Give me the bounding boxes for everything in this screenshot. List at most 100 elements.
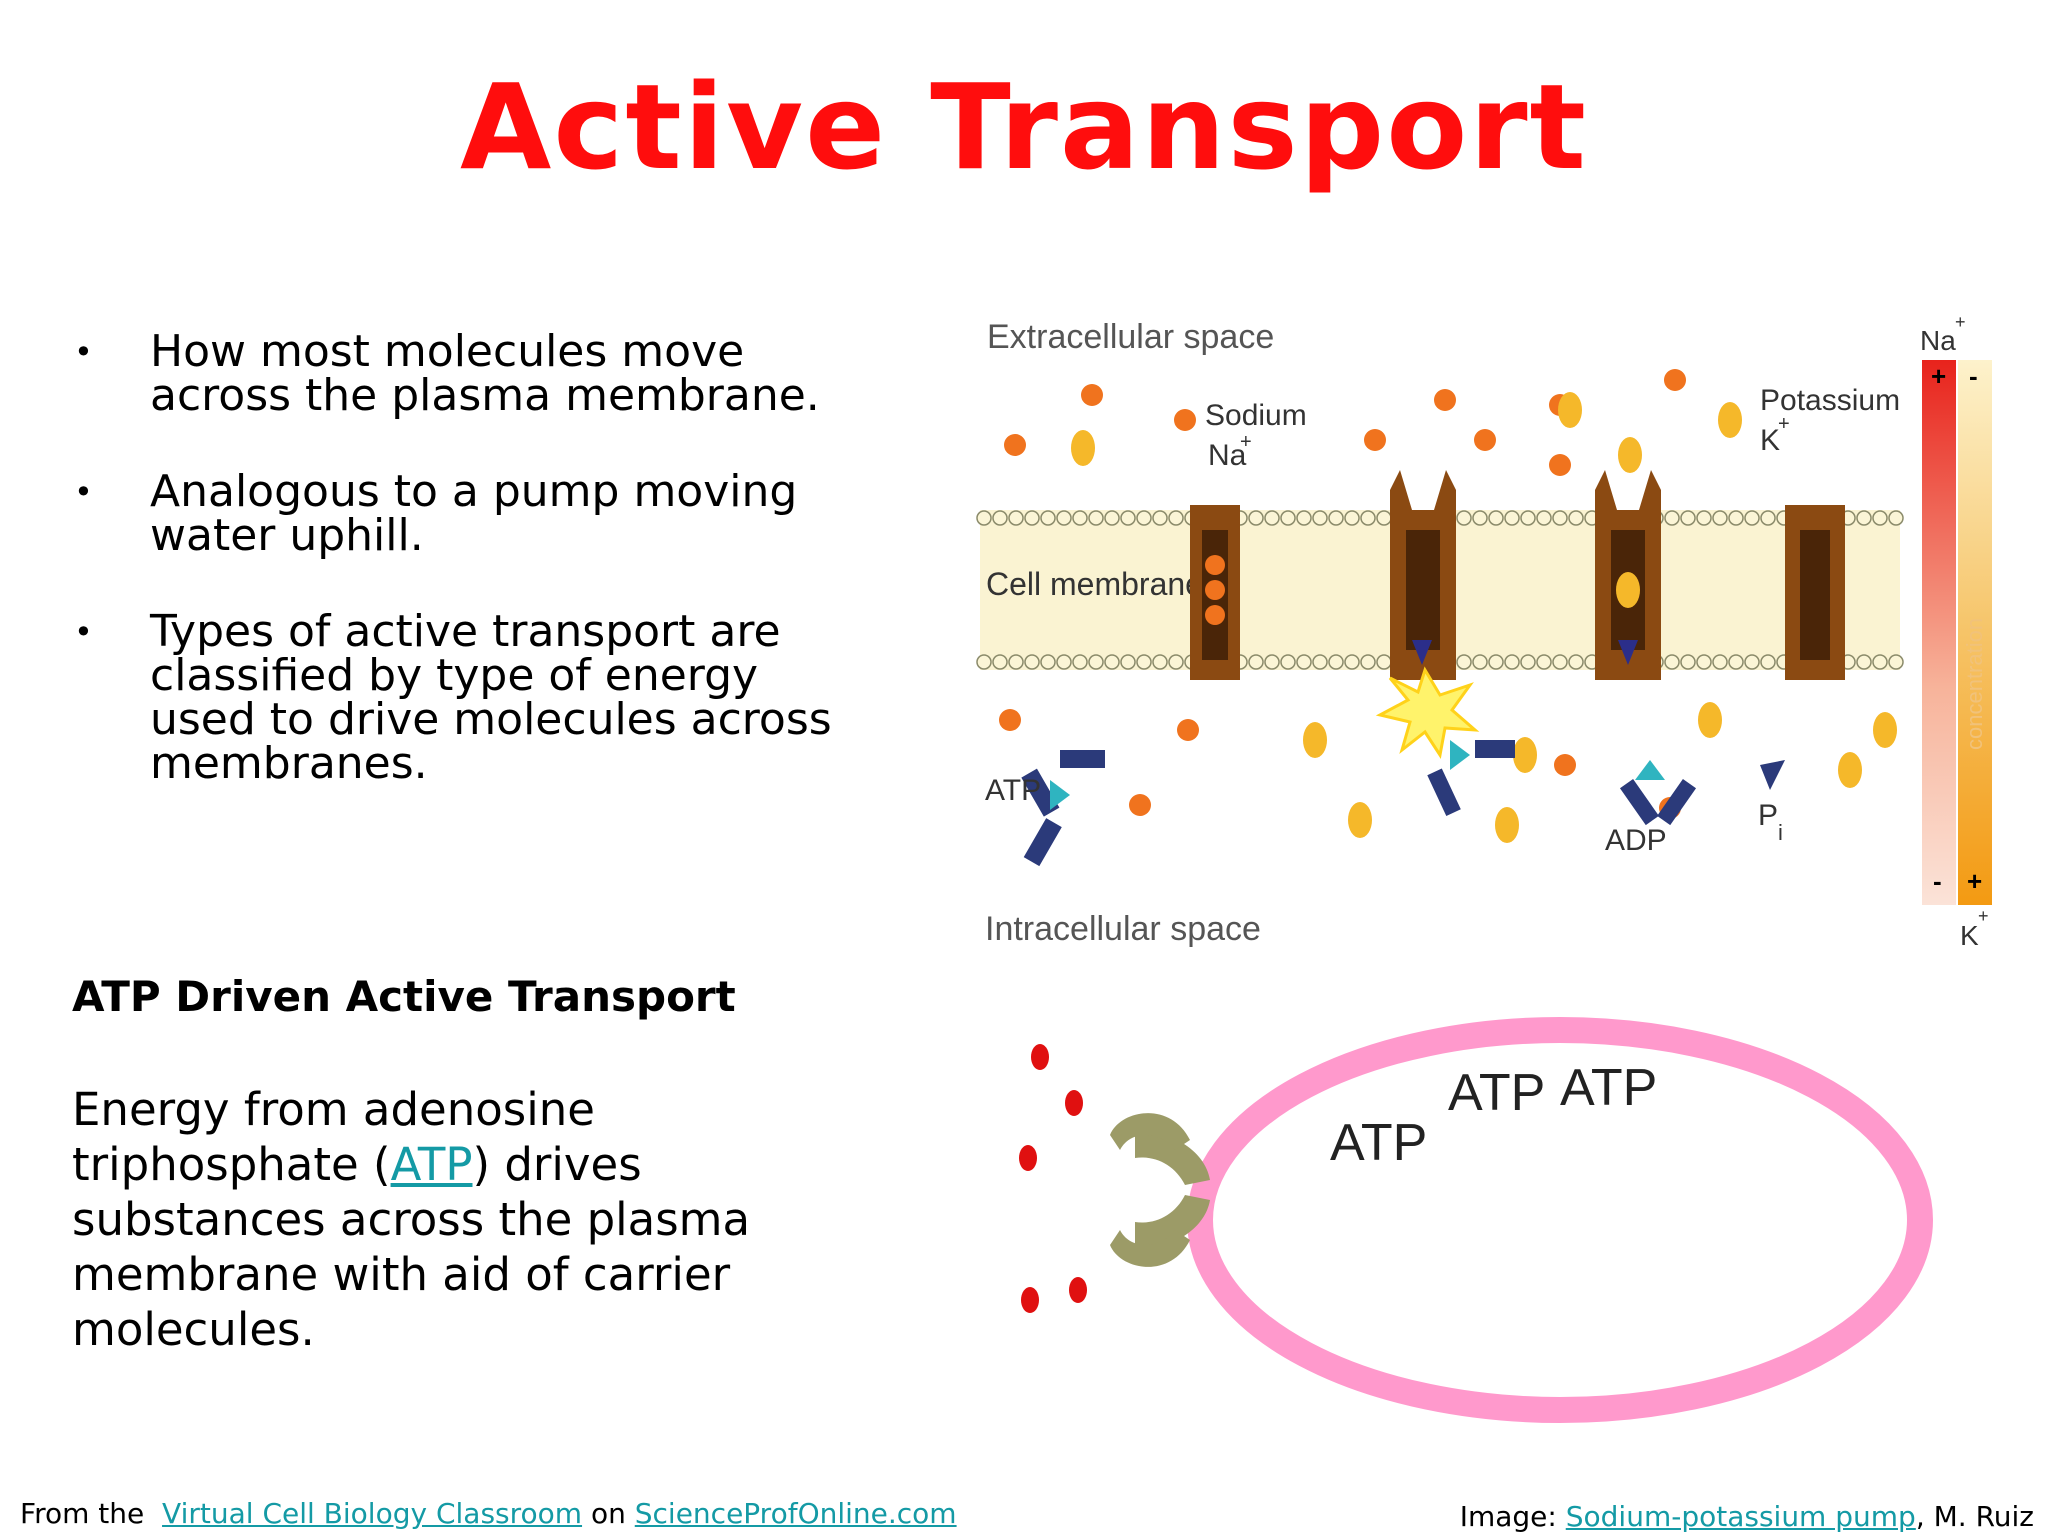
sodium-label: Sodium (1205, 399, 1307, 432)
phospholipid-head (1328, 654, 1344, 670)
phospholipid-head (1472, 510, 1488, 526)
sodium-potassium-pump-link[interactable]: Sodium-potassium pump (1565, 1500, 1916, 1533)
phospholipid-head (1088, 510, 1104, 526)
phospholipid-head (1488, 510, 1504, 526)
phospholipid-head (1168, 510, 1184, 526)
image-credit-prefix: Image: (1459, 1500, 1557, 1533)
phospholipid-head (1264, 510, 1280, 526)
atp-molecule-label: ATP (1330, 1114, 1427, 1172)
phospholipid-head (976, 510, 992, 526)
phospholipid-head (1856, 654, 1872, 670)
intracellular-label: Intracellular space (985, 910, 1261, 948)
concentration-gradient-bar: Na + K + + - - + concentration (1920, 312, 1992, 950)
na-gradient-label: Na (1920, 325, 1956, 356)
phospholipid-head (1008, 510, 1024, 526)
phospholipid-head (1520, 654, 1536, 670)
phospholipid-head (1760, 510, 1776, 526)
atp-paragraph: Energy from adenosine triphosphate (ATP)… (72, 1082, 772, 1357)
extracellular-label: Extracellular space (987, 318, 1274, 356)
phospholipid-head (1504, 510, 1520, 526)
phospholipid-head (1488, 654, 1504, 670)
virtual-cell-biology-link[interactable]: Virtual Cell Biology Classroom (162, 1497, 583, 1530)
phospholipid-head (1328, 510, 1344, 526)
phospholipid-head (976, 654, 992, 670)
phospholipid-head (1872, 654, 1888, 670)
phospholipid-head (1040, 654, 1056, 670)
phosphate-label: P (1758, 799, 1778, 832)
substance-molecules (1019, 1044, 1087, 1313)
phospholipid-head (1296, 654, 1312, 670)
bullet-item: •Analogous to a pump moving water uphill… (70, 470, 850, 558)
bullet-dot-icon: • (74, 473, 93, 511)
phospholipid-head (1536, 510, 1552, 526)
phospholipid-head (1264, 654, 1280, 670)
phospholipid-head (1504, 654, 1520, 670)
potassium-symbol: K (1760, 424, 1780, 457)
image-credit-author: , M. Ruiz (1915, 1500, 2034, 1533)
phospholipid-head (1104, 510, 1120, 526)
pump-protein (1595, 470, 1661, 680)
phospholipid-head (1664, 510, 1680, 526)
sodium-charge: + (1240, 431, 1252, 453)
phospholipid-head (1312, 510, 1328, 526)
bullet-text: How most molecules move across the plasm… (150, 326, 820, 421)
k-gradient-label: K (1960, 920, 1979, 950)
phospholipid-head (1024, 654, 1040, 670)
phospholipid-head (1120, 654, 1136, 670)
phospholipid-head (1472, 654, 1488, 670)
phospholipid-head (1696, 510, 1712, 526)
phospholipid-head (1712, 510, 1728, 526)
bullet-dot-icon: • (74, 613, 93, 651)
phospholipid-head (1728, 654, 1744, 670)
phospholipid-head (1248, 654, 1264, 670)
phospholipid-head (1456, 654, 1472, 670)
scienceprofonline-link[interactable]: ScienceProfOnline.com (634, 1497, 957, 1530)
phospholipid-head (1888, 510, 1904, 526)
phospholipid-head (992, 654, 1008, 670)
potassium-ions (1071, 392, 1897, 843)
footer-mid: on (590, 1497, 626, 1530)
phospholipid-head (1280, 510, 1296, 526)
slide-title: Active Transport (460, 58, 1588, 196)
phospholipid-head (1056, 654, 1072, 670)
gradient-minus-top: - (1969, 361, 1978, 391)
phospholipid-head (1744, 510, 1760, 526)
sodium-symbol: Na (1208, 439, 1247, 472)
phospholipid-head (1120, 510, 1136, 526)
phospholipid-head (1360, 654, 1376, 670)
phospholipid-head (1760, 654, 1776, 670)
bullet-item: •How most molecules move across the plas… (70, 330, 850, 418)
phospholipid-head (1152, 510, 1168, 526)
atp-molecule-icon (1427, 740, 1515, 817)
phospholipid-head (1552, 654, 1568, 670)
phospholipid-head (1344, 654, 1360, 670)
phospholipid-head (1072, 654, 1088, 670)
phospholipid-head (1136, 654, 1152, 670)
phospholipid-head (1024, 510, 1040, 526)
k-gradient-charge: + (1978, 906, 1989, 926)
energy-burst-icon (1375, 666, 1480, 759)
section-subheading: ATP Driven Active Transport (72, 972, 736, 1021)
phospholipid-head (1456, 510, 1472, 526)
bullet-text: Types of active transport are classified… (150, 606, 832, 789)
bullet-dot-icon: • (74, 333, 93, 371)
phospholipid-head (1712, 654, 1728, 670)
phospholipid-head (1376, 654, 1392, 670)
phospholipid-head (1744, 654, 1760, 670)
potassium-charge: + (1778, 413, 1790, 435)
sodium-potassium-pump-diagram: Extracellular space Intracellular space … (976, 312, 1992, 950)
phospholipid-head (1856, 510, 1872, 526)
atp-link[interactable]: ATP (390, 1138, 473, 1191)
atp-label: ATP (985, 774, 1041, 807)
phospholipid-head (1872, 510, 1888, 526)
phospholipid-head (1088, 654, 1104, 670)
phosphate-icon (1760, 760, 1785, 790)
paragraph-text-before: Energy from adenosine triphosphate ( (72, 1083, 595, 1191)
concentration-label: concentration (1962, 618, 1987, 750)
phospholipid-head (1536, 654, 1552, 670)
footer-prefix: From the (20, 1497, 145, 1530)
phospholipid-head (1056, 510, 1072, 526)
phospholipid-head (1728, 510, 1744, 526)
atp-molecule-label: ATP (1448, 1064, 1545, 1122)
phospholipid-head (1104, 654, 1120, 670)
